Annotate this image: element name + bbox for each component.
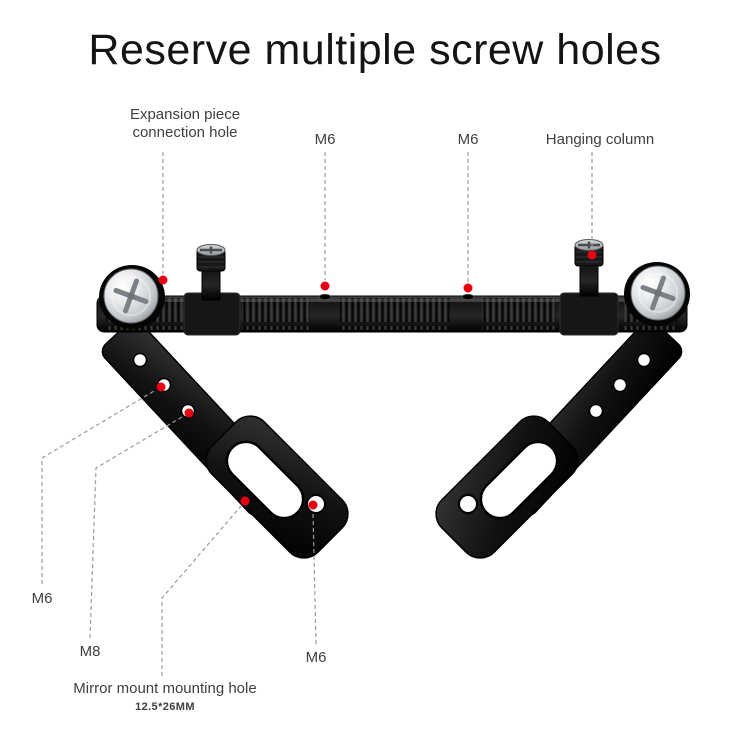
- marker-m8: [184, 408, 194, 418]
- right-hanging-column: [574, 239, 604, 297]
- leader-mirror-mount: [161, 505, 242, 676]
- crossbar: [96, 292, 688, 336]
- leader-m6-bottom-left: [41, 390, 155, 584]
- marker-mirror-mount: [240, 496, 250, 506]
- label-mirror-mount: Mirror mount mounting hole 12.5*26MM: [73, 680, 256, 714]
- leader-m8: [89, 416, 183, 639]
- label-expansion-line1: Expansion piece: [129, 106, 241, 123]
- left-arm: [101, 320, 349, 559]
- left-end-screw: [99, 265, 165, 329]
- bar-m6-hole-right: [461, 293, 475, 301]
- leader-lines: [41, 152, 593, 676]
- label-expansion-line2: connection hole: [132, 123, 238, 141]
- label-m6-top-right: M6: [457, 131, 479, 148]
- right-arm-hole-3: [588, 403, 604, 419]
- marker-hanging-column: [587, 250, 597, 260]
- right-mirror-mount-slot-hole: [479, 440, 559, 520]
- marker-m6-top-right: [463, 283, 473, 293]
- right-arm-hole-2: [612, 377, 628, 393]
- label-mirror-mount-size: 12.5*26MM: [135, 700, 195, 713]
- label-mirror-mount-text: Mirror mount mounting hole: [73, 680, 257, 697]
- label-m6-bottom-center: M6: [305, 649, 327, 666]
- page-title: Reserve multiple screw holes: [88, 26, 662, 74]
- label-m6-top-left: M6: [314, 131, 336, 148]
- right-arm: [435, 320, 683, 559]
- marker-m6-top-left: [320, 281, 330, 291]
- left-hanging-column: [196, 244, 226, 301]
- label-m6-bottom-left: M6: [31, 590, 53, 607]
- label-hanging-column: Hanging column: [545, 131, 655, 148]
- marker-expansion-hole: [158, 275, 168, 285]
- hole-markers: [156, 250, 597, 510]
- right-arm-hole-1: [636, 352, 652, 368]
- right-clamp-block: [559, 292, 619, 336]
- bracket-illustration: [96, 239, 690, 559]
- right-end-screw: [624, 262, 690, 326]
- marker-m6-bottom-left: [156, 382, 166, 392]
- bar-m6-hole-left: [318, 293, 332, 301]
- mirror-mount-slot-hole: [225, 440, 305, 520]
- left-arm-hole-1: [132, 352, 148, 368]
- label-m8: M8: [79, 643, 101, 660]
- marker-m6-bottom-center: [308, 500, 318, 510]
- label-expansion-hole: Expansion piece connection hole: [130, 106, 240, 141]
- right-plate-hole: [458, 494, 478, 514]
- leader-m6-bottom-center: [312, 511, 317, 645]
